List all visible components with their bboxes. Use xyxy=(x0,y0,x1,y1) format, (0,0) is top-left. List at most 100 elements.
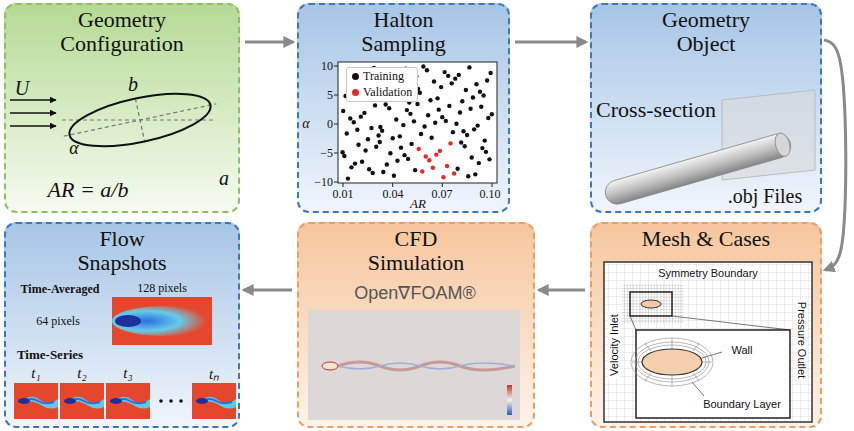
sample-point xyxy=(468,106,472,110)
wall-label: Wall xyxy=(730,344,755,356)
aspect-ratio-formula: AR = a/b xyxy=(48,177,129,203)
sample-point xyxy=(490,112,494,116)
sample-point xyxy=(392,174,396,178)
mesh-domain xyxy=(604,262,812,422)
sample-point xyxy=(450,81,454,85)
sample-point xyxy=(388,151,392,155)
sample-point xyxy=(381,170,385,174)
dimension-label: 64 pixels xyxy=(36,314,80,329)
panel-title: Halton Sampling xyxy=(349,8,459,56)
scatter-plot xyxy=(334,62,497,187)
panel-ground xyxy=(4,3,822,428)
sample-point xyxy=(454,122,458,126)
sample-point xyxy=(362,111,366,115)
sample-point xyxy=(448,141,452,145)
sample-point xyxy=(415,102,419,106)
sample-point xyxy=(488,71,492,75)
sample-point xyxy=(462,144,466,148)
section-label: Time-Series xyxy=(17,347,83,363)
sample-point xyxy=(401,123,405,127)
sample-point xyxy=(426,113,430,117)
sample-point xyxy=(460,99,464,103)
sample-point xyxy=(459,140,463,144)
axis-tick-label: 0.04 xyxy=(383,187,404,202)
sample-point xyxy=(374,144,378,148)
sample-point xyxy=(471,95,475,99)
view-label: Cross-section xyxy=(596,97,716,123)
sample-point xyxy=(356,143,360,147)
time-label: t₂ xyxy=(77,365,86,382)
sample-point xyxy=(441,175,445,179)
sample-point xyxy=(442,70,446,74)
sample-point xyxy=(431,166,435,170)
process-panel: CFD Simulation xyxy=(297,222,535,428)
boundary-label: Pressure Outlet xyxy=(796,300,808,380)
legend-swatch xyxy=(352,89,359,96)
software-logo: Open∇FOAM® xyxy=(354,282,475,304)
sample-point xyxy=(474,82,478,86)
legend-swatch xyxy=(352,73,359,80)
axis-length-symbol: a xyxy=(219,167,229,190)
sample-point xyxy=(412,119,416,123)
sample-point xyxy=(408,112,412,116)
sample-point xyxy=(424,154,428,158)
sample-point xyxy=(472,127,476,131)
dimension-label: 128 pixels xyxy=(137,281,187,296)
sample-point xyxy=(419,132,423,136)
legend-item: Training xyxy=(352,69,412,85)
sample-point xyxy=(486,116,490,120)
sample-point xyxy=(458,110,462,114)
sample-point xyxy=(479,105,483,109)
sample-point xyxy=(394,117,398,121)
sample-point xyxy=(439,85,443,89)
flow-arrow xyxy=(515,41,586,44)
sample-point xyxy=(345,131,349,135)
sample-point xyxy=(446,74,450,78)
sample-point xyxy=(405,108,409,112)
sample-point xyxy=(425,68,429,72)
sample-point xyxy=(366,137,370,141)
time-label: t₁ xyxy=(31,365,40,382)
sample-point xyxy=(451,130,455,134)
sample-point xyxy=(363,148,367,152)
panel-title: Flow Snapshots xyxy=(66,227,178,275)
sample-point xyxy=(387,106,391,110)
sample-point xyxy=(429,136,433,140)
sample-point xyxy=(477,161,481,165)
flow-arrow xyxy=(245,41,293,44)
sample-point xyxy=(346,176,350,180)
angle-symbol: α xyxy=(69,138,78,159)
sample-point xyxy=(369,126,373,130)
axis-tick-label: −5 xyxy=(320,146,333,161)
axis-tick-label: 0.07 xyxy=(432,187,453,202)
file-label: .obj Files xyxy=(728,185,802,208)
sample-point xyxy=(385,162,389,166)
sample-point xyxy=(370,171,374,175)
section-label: Time-Averaged xyxy=(21,282,100,297)
sample-point xyxy=(418,91,422,95)
sample-point xyxy=(352,120,356,124)
sample-point xyxy=(464,88,468,92)
legend-text: Validation xyxy=(363,85,412,101)
sample-point xyxy=(360,160,364,164)
time-label: t₃ xyxy=(123,365,132,382)
sample-point xyxy=(428,98,432,102)
sample-point xyxy=(485,78,489,82)
sample-point xyxy=(466,174,470,178)
sample-point xyxy=(378,140,382,144)
sample-point xyxy=(353,161,357,165)
axis-tick-label: 0 xyxy=(327,117,333,132)
boundary-label: Velocity Inlet xyxy=(608,312,620,378)
sample-point xyxy=(402,153,406,157)
sample-point xyxy=(399,145,403,149)
sample-point xyxy=(348,116,352,120)
sample-point xyxy=(422,124,426,128)
axis-tick-label: 10 xyxy=(321,59,333,74)
sample-point xyxy=(432,79,436,83)
sample-point xyxy=(447,104,451,108)
sample-point xyxy=(421,64,425,68)
sample-point xyxy=(475,123,479,127)
sample-point xyxy=(445,164,449,168)
sample-point xyxy=(340,150,344,154)
sample-point xyxy=(478,90,482,94)
